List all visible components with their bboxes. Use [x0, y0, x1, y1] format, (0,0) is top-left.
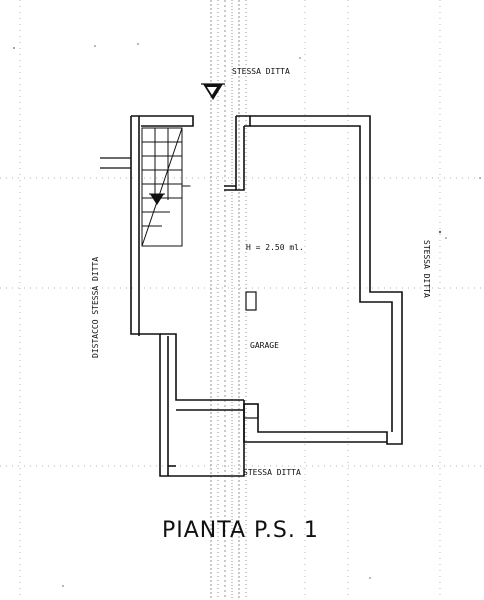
- walls: [130, 115, 403, 477]
- label-room: GARAGE: [250, 341, 279, 350]
- stair: [141, 127, 190, 247]
- label-top-neighbor: STESSA DITTA: [232, 67, 290, 76]
- drawing-title: PIANTA P.S. 1: [162, 518, 319, 543]
- label-left-neighbor: DISTACCO STESSA DITTA: [91, 257, 100, 358]
- scan-specks: [13, 43, 481, 587]
- stair-arrow-icon: [149, 193, 165, 205]
- garage-fixture: [245, 291, 257, 311]
- center-door-wall: [235, 116, 245, 191]
- lower-left-wall: [138, 318, 244, 476]
- north-arrow-icon: [201, 83, 225, 100]
- garage-top-wall: [243, 115, 403, 445]
- label-right-neighbor: STESSA DITTA: [422, 240, 431, 298]
- label-height: H = 2.50 ml.: [246, 243, 304, 252]
- stair-top-wall: [131, 115, 194, 127]
- exterior-stub: [100, 157, 131, 169]
- label-bottom-neighbor: STESSA DITTA: [243, 468, 301, 477]
- pillar: [243, 403, 259, 419]
